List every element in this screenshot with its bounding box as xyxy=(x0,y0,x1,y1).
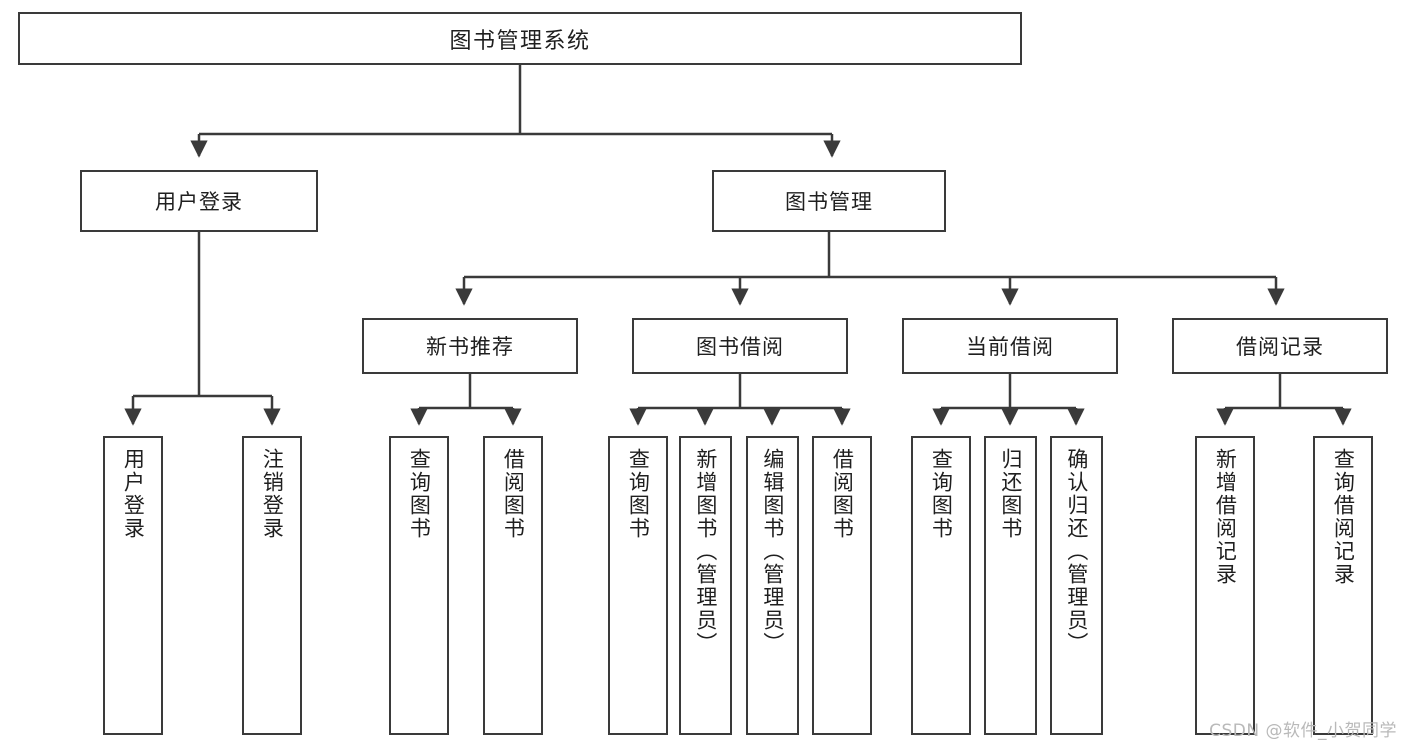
node-leaf-borrow-book-2[interactable]: 借阅图书 xyxy=(812,436,872,735)
node-leaf-query-book-2[interactable]: 查询图书 xyxy=(608,436,668,735)
node-leaf-borrow-book-2-label: 借阅图书 xyxy=(830,448,855,540)
node-borrow-record[interactable]: 借阅记录 xyxy=(1172,318,1388,374)
node-leaf-query-book-3-label: 查询图书 xyxy=(929,448,954,540)
node-leaf-query-book-3[interactable]: 查询图书 xyxy=(911,436,971,735)
node-leaf-query-record[interactable]: 查询借阅记录 xyxy=(1313,436,1373,735)
node-leaf-query-book-2-label: 查询图书 xyxy=(626,448,651,540)
csdn-watermark: CSDN @软件_小贺同学 xyxy=(1209,721,1397,741)
node-leaf-borrow-book-1[interactable]: 借阅图书 xyxy=(483,436,543,735)
node-leaf-add-book-label: 新增图书（管理员） xyxy=(693,448,718,655)
node-new-book-recommend[interactable]: 新书推荐 xyxy=(362,318,578,374)
node-current-borrow[interactable]: 当前借阅 xyxy=(902,318,1118,374)
node-leaf-add-record-label: 新增借阅记录 xyxy=(1213,448,1238,586)
node-new-book-recommend-label: 新书推荐 xyxy=(426,335,514,359)
node-leaf-borrow-book-1-label: 借阅图书 xyxy=(501,448,526,540)
node-leaf-edit-book[interactable]: 编辑图书（管理员） xyxy=(746,436,799,735)
node-leaf-query-book-1[interactable]: 查询图书 xyxy=(389,436,449,735)
node-leaf-add-record[interactable]: 新增借阅记录 xyxy=(1195,436,1255,735)
node-user-login-label: 用户登录 xyxy=(155,190,243,214)
node-user-login[interactable]: 用户登录 xyxy=(80,170,318,232)
node-leaf-logout-login-label: 注销登录 xyxy=(260,448,285,540)
node-current-borrow-label: 当前借阅 xyxy=(966,335,1054,359)
node-leaf-add-book[interactable]: 新增图书（管理员） xyxy=(679,436,732,735)
node-leaf-user-login-label: 用户登录 xyxy=(121,448,146,540)
node-book-manage-label: 图书管理 xyxy=(785,190,873,214)
node-leaf-return-book-label: 归还图书 xyxy=(998,448,1023,540)
node-leaf-confirm-return[interactable]: 确认归还（管理员） xyxy=(1050,436,1103,735)
node-root[interactable]: 图书管理系统 xyxy=(18,12,1022,65)
node-leaf-edit-book-label: 编辑图书（管理员） xyxy=(760,448,785,655)
node-book-borrow-label: 图书借阅 xyxy=(696,335,784,359)
node-book-borrow[interactable]: 图书借阅 xyxy=(632,318,848,374)
node-book-manage[interactable]: 图书管理 xyxy=(712,170,946,232)
node-leaf-confirm-return-label: 确认归还（管理员） xyxy=(1064,448,1089,655)
node-leaf-logout-login[interactable]: 注销登录 xyxy=(242,436,302,735)
node-leaf-return-book[interactable]: 归还图书 xyxy=(984,436,1037,735)
node-leaf-query-book-1-label: 查询图书 xyxy=(407,448,432,540)
node-leaf-user-login[interactable]: 用户登录 xyxy=(103,436,163,735)
node-borrow-record-label: 借阅记录 xyxy=(1236,335,1324,359)
node-root-label: 图书管理系统 xyxy=(449,28,591,54)
node-leaf-query-record-label: 查询借阅记录 xyxy=(1331,448,1356,586)
